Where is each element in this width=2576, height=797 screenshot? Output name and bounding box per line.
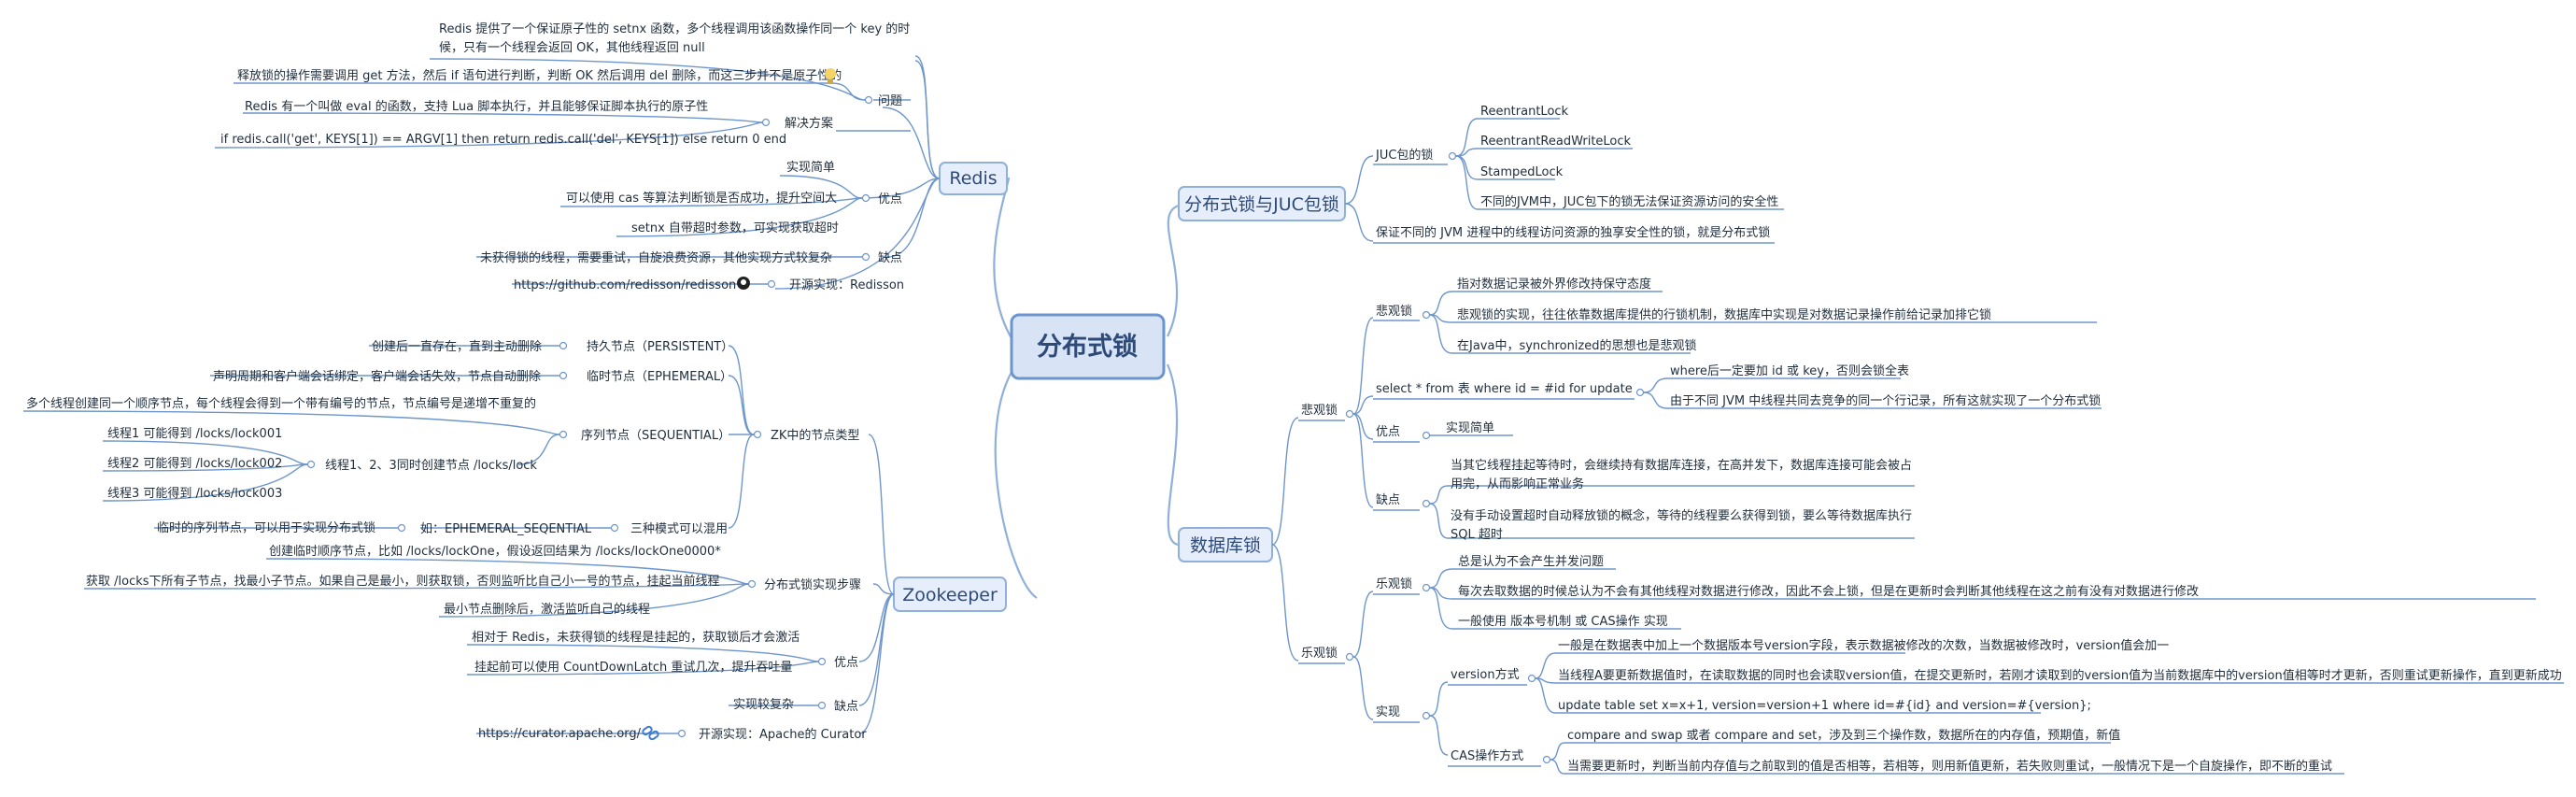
db-pess-def-label: 悲观锁 — [1376, 304, 1412, 319]
redis-branch: Redis 问题 Redis 提供了一个保证原子性的 setnx 函数，多个线程… — [214, 21, 1008, 292]
juc-item-3: StampedLock — [1480, 165, 1564, 179]
db-pess-def-2: 悲观锁的实现，往往依靠数据库提供的行锁机制，数据库中实现是对数据记录操作前给记录… — [1457, 307, 1991, 322]
zk-pros-label: 优点 — [834, 656, 858, 670]
juc-title: 分布式锁与JUC包锁 — [1184, 194, 1339, 215]
zk-cons-1: 实现较复杂 — [733, 698, 794, 712]
db-cas-label: CAS操作方式 — [1451, 748, 1523, 763]
redis-problem-1b: 候，只有一个线程会返回 OK，其他线程返回 null — [439, 41, 705, 55]
zk-seq-item-2: 线程2 可能得到 /locks/lock002 — [107, 456, 282, 471]
db-version-label: version方式 — [1451, 667, 1520, 682]
db-cas-2: 当需要更新时，判断当前内存值与之前取到的值是否相等，若相等，则用新值更新，若失败… — [1567, 759, 2332, 774]
db-optimistic-label: 乐观锁 — [1301, 646, 1338, 661]
zk-oss-label: 开源实现：Apache的 Curator — [699, 727, 867, 742]
db-version-1: 一般是在数据表中加上一个数据版本号version字段，表示数据被修改的次数，当数… — [1558, 638, 2169, 653]
db-pess-def-1: 指对数据记录被外界修改持保守态度 — [1457, 277, 1651, 292]
db-pess-cons-2a: 没有手动设置超时自动释放锁的概念，等待的线程要么获得到锁，要么等待数据库执行 — [1451, 508, 1912, 523]
zookeeper-branch: Zookeeper ZK中的节点类型 持久节点（PERSISTENT） 创建后一… — [22, 340, 1007, 742]
zk-persistent-desc: 创建后一直存在，直到主动删除 — [372, 340, 542, 354]
zk-node-types-label: ZK中的节点类型 — [771, 428, 859, 443]
redis-problem-2: 释放锁的操作需要调用 get 方法，然后 if 语句进行判断，判断 OK 然后调… — [237, 68, 842, 83]
zk-persistent-label: 持久节点（PERSISTENT） — [587, 340, 733, 354]
redis-solution-2: if redis.call('get', KEYS[1]) == ARGV[1]… — [220, 133, 786, 147]
root-branches — [993, 177, 1180, 599]
db-branch: 数据库锁 悲观锁 悲观锁 指对数据记录被外界修改持保守态度 悲观锁的实现，往往依… — [1178, 277, 2564, 775]
bulb-icon — [825, 68, 836, 83]
juc-item-2: ReentrantReadWriteLock — [1480, 135, 1632, 149]
zk-steps-label: 分布式锁实现步骤 — [764, 577, 861, 592]
root-node[interactable]: 分布式锁 — [1010, 313, 1166, 380]
zk-step-1: 创建临时顺序节点，比如 /locks/lockOne，假设返回结果为 /lock… — [269, 544, 721, 559]
zookeeper-title: Zookeeper — [902, 585, 998, 605]
db-pess-def-3: 在Java中，synchronized的思想也是悲观锁 — [1457, 338, 1697, 353]
redis-cons-label: 缺点 — [878, 251, 902, 265]
zk-cons-label: 缺点 — [834, 700, 858, 714]
github-icon — [737, 277, 750, 290]
db-title: 数据库锁 — [1190, 535, 1261, 556]
juc-dist-def: 保证不同的 JVM 进程中的线程访问资源的独享安全性的锁，就是分布式锁 — [1376, 225, 1770, 240]
redis-solution-1: Redis 有一个叫做 eval 的函数，支持 Lua 脚本执行，并且能够保证脚… — [245, 99, 708, 114]
redis-title: Redis — [949, 168, 997, 189]
zk-oss-url[interactable]: https://curator.apache.org/ — [478, 727, 642, 741]
redis-solution-label: 解决方案 — [785, 116, 833, 131]
zk-seq-item-3: 线程3 可能得到 /locks/lock003 — [107, 486, 282, 501]
db-impl-label: 实现 — [1376, 705, 1400, 719]
redis-oss-label: 开源实现：Redisson — [789, 278, 904, 292]
db-pessimistic-label: 悲观锁 — [1301, 403, 1338, 418]
db-select-2: 由于不同 JVM 中线程共同去竞争的同一个行记录，所有这就实现了一个分布式锁 — [1670, 393, 2101, 408]
db-pess-pros-label: 优点 — [1376, 425, 1400, 439]
redis-cons-1: 未获得锁的线程，需要重试，自旋浪费资源，其他实现方式较复杂 — [480, 250, 832, 265]
zk-seq-item-1: 线程1 可能得到 /locks/lock001 — [107, 426, 282, 441]
zk-sequential-label: 序列节点（SEQUENTIAL） — [581, 429, 730, 443]
db-pess-cons-2b: SQL 超时 — [1451, 528, 1503, 542]
redis-problem-label: 问题 — [878, 94, 902, 108]
zk-three-modes-example: 如：EPHEMERAL_SEQENTIAL — [420, 521, 592, 536]
db-pess-cons-1b: 用完，从而影响正常业务 — [1451, 477, 1584, 491]
zk-pros-1: 相对于 Redis，未获得锁的线程是挂起的，获取锁后才会激活 — [472, 630, 800, 645]
redis-pros-2: 可以使用 cas 等算法判断锁是否成功，提升空间大 — [566, 191, 837, 206]
db-cas-1: compare and swap 或者 compare and set，涉及到三… — [1567, 728, 2120, 743]
db-pess-pros-1: 实现简单 — [1446, 420, 1494, 435]
db-version-2: 当线程A要更新数据值时，在读取数据的同时也会读取version值，在提交更新时，… — [1558, 668, 2562, 683]
zk-step-2: 获取 /locks下所有子节点，找最小子节点。如果自己是最小，则获取锁，否则监听… — [86, 574, 720, 589]
db-opt-def-2: 每次去取数据的时候总认为不会有其他线程对数据进行修改，因此不会上锁，但是在更新时… — [1458, 584, 2199, 599]
root-title: 分布式锁 — [1037, 332, 1138, 362]
db-opt-def-label: 乐观锁 — [1376, 576, 1412, 591]
zk-pros-2: 挂起前可以使用 CountDownLatch 重试几次，提升吞吐量 — [474, 660, 792, 675]
redis-problem-1a: Redis 提供了一个保证原子性的 setnx 函数，多个线程调用该函数操作同一… — [439, 21, 910, 36]
db-pess-cons-label: 缺点 — [1376, 493, 1400, 507]
db-select-1: where后一定要加 id 或 key，否则会锁全表 — [1670, 363, 1909, 378]
redis-pros-3: setnx 自带超时参数，可实现获取超时 — [631, 221, 839, 235]
db-version-3: update table set x=x+1, version=version+… — [1558, 699, 2091, 713]
zk-sequential-group: 线程1、2、3同时创建节点 /locks/lock — [325, 459, 537, 473]
redis-oss-url[interactable]: https://github.com/redisson/redisson — [514, 278, 736, 292]
juc-item-4: 不同的JVM中，JUC包下的锁无法保证资源访问的安全性 — [1480, 194, 1778, 209]
zk-sequential-desc: 多个线程创建同一个顺序节点，每个线程会得到一个带有编号的节点，节点编号是递增不重… — [26, 396, 536, 411]
juc-group-label: JUC包的锁 — [1375, 148, 1433, 163]
redis-pros-1: 实现简单 — [786, 160, 835, 175]
redis-pros-label: 优点 — [878, 192, 902, 206]
zk-three-modes-desc: 临时的序列节点，可以用于实现分布式锁 — [157, 520, 375, 535]
juc-item-1: ReentrantLock — [1480, 105, 1569, 119]
db-opt-def-1: 总是认为不会产生并发问题 — [1458, 554, 1604, 569]
zk-ephemeral-label: 临时节点（EPHEMERAL） — [587, 370, 732, 384]
zk-step-3: 最小节点删除后，激活监听自己的线程 — [444, 602, 650, 617]
db-select-for-update: select * from 表 where id = #id for updat… — [1376, 382, 1633, 396]
link-icon — [642, 725, 659, 741]
zk-three-modes: 三种模式可以混用 — [630, 522, 728, 536]
db-opt-def-3: 一般使用 版本号机制 或 CAS操作 实现 — [1458, 614, 1668, 629]
db-pess-cons-1a: 当其它线程挂起等待时，会继续持有数据库连接，在高并发下，数据库连接可能会被占 — [1451, 458, 1912, 473]
juc-branch: 分布式锁与JUC包锁 JUC包的锁 ReentrantLock Reentran… — [1178, 105, 1784, 244]
zk-ephemeral-desc: 声明周期和客户端会话绑定，客户端会话失效，节点自动删除 — [213, 369, 541, 384]
